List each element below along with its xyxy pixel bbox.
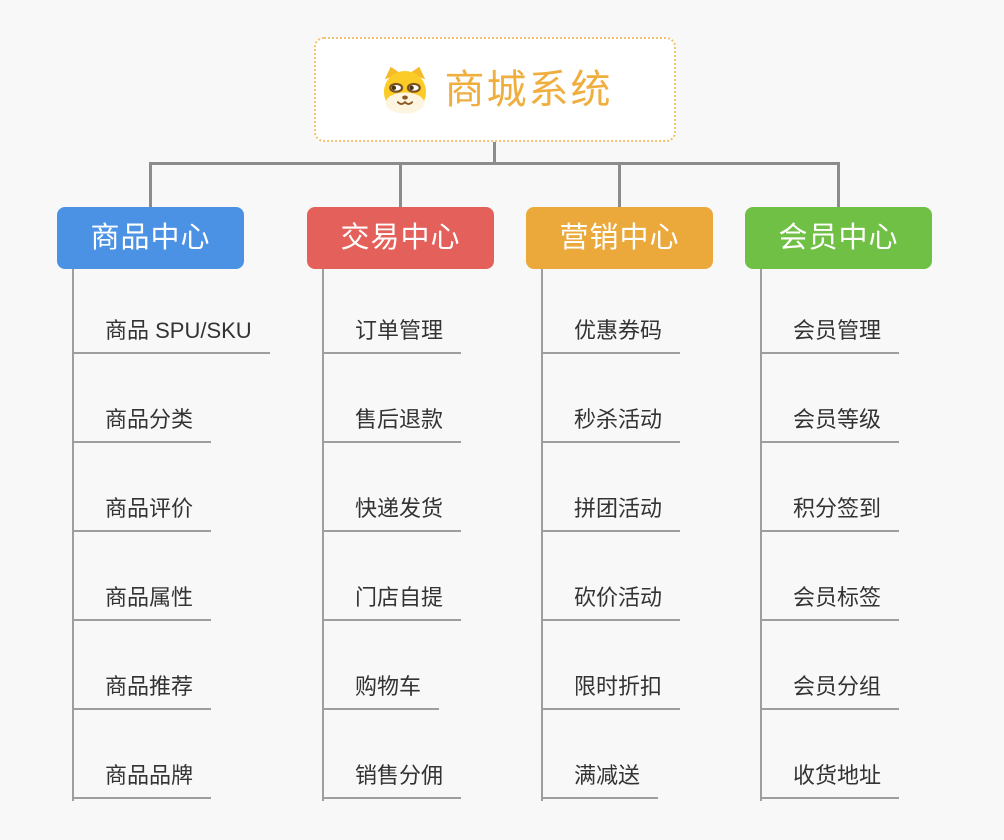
branch-node-trade-center[interactable]: 交易中心	[307, 207, 494, 269]
leaf-node[interactable]: 满减送	[541, 763, 659, 799]
leaf-node[interactable]: 拼团活动	[541, 496, 681, 532]
leaf-column-member-center: 会员管理 会员等级 积分签到 会员标签 会员分组 收货地址	[760, 0, 1000, 840]
leaf-node[interactable]: 商品 SPU/SKU	[72, 318, 270, 354]
leaf-column-product-center: 商品 SPU/SKU 商品分类 商品评价 商品属性 商品推荐 商品品牌	[72, 0, 312, 840]
leaf-node[interactable]: 购物车	[322, 674, 440, 710]
connector-drop-products	[149, 162, 152, 208]
root-node-mall-system[interactable]: 商城系统	[314, 37, 676, 142]
leaf-node[interactable]: 会员等级	[760, 407, 900, 443]
leaf-node[interactable]: 会员管理	[760, 318, 900, 354]
leaf-node[interactable]: 优惠券码	[541, 318, 681, 354]
leaf-node[interactable]: 快递发货	[322, 496, 462, 532]
branch-label: 交易中心	[340, 221, 461, 254]
leaf-node[interactable]: 秒杀活动	[541, 407, 681, 443]
leaf-node[interactable]: 商品推荐	[72, 674, 212, 710]
leaf-node[interactable]: 门店自提	[322, 585, 462, 621]
leaf-node[interactable]: 售后退款	[322, 407, 462, 443]
leaf-node[interactable]: 商品分类	[72, 407, 212, 443]
branch-spine	[322, 269, 324, 801]
leaf-column-marketing-center: 优惠券码 秒杀活动 拼团活动 砍价活动 限时折扣 满减送	[541, 0, 781, 840]
shiba-dog-icon	[383, 66, 426, 114]
root-title: 商城系统	[444, 67, 613, 112]
leaf-column-trade-center: 订单管理 售后退款 快递发货 门店自提 购物车 销售分佣	[322, 0, 562, 840]
connector-drop-marketing	[618, 162, 621, 208]
leaf-node[interactable]: 限时折扣	[541, 674, 681, 710]
branch-spine	[760, 269, 762, 801]
connector-root-drop	[493, 141, 496, 164]
branch-label: 营销中心	[559, 221, 680, 254]
leaf-node[interactable]: 积分签到	[760, 496, 900, 532]
branch-label: 会员中心	[778, 221, 899, 254]
leaf-node[interactable]: 收货地址	[760, 763, 900, 799]
leaf-node[interactable]: 订单管理	[322, 318, 462, 354]
branch-node-member-center[interactable]: 会员中心	[745, 207, 932, 269]
leaf-node[interactable]: 会员分组	[760, 674, 900, 710]
connector-drop-members	[837, 162, 840, 208]
leaf-node[interactable]: 会员标签	[760, 585, 900, 621]
leaf-node[interactable]: 商品品牌	[72, 763, 212, 799]
leaf-node[interactable]: 商品属性	[72, 585, 212, 621]
leaf-node[interactable]: 销售分佣	[322, 763, 462, 799]
branch-node-marketing-center[interactable]: 营销中心	[526, 207, 713, 269]
branch-node-product-center[interactable]: 商品中心	[57, 207, 244, 269]
branch-label: 商品中心	[90, 221, 211, 254]
connector-trunk	[149, 162, 840, 165]
connector-drop-trade	[399, 162, 402, 208]
leaf-node[interactable]: 砍价活动	[541, 585, 681, 621]
leaf-node[interactable]: 商品评价	[72, 496, 212, 532]
branch-spine	[541, 269, 543, 801]
branch-spine	[72, 269, 74, 801]
